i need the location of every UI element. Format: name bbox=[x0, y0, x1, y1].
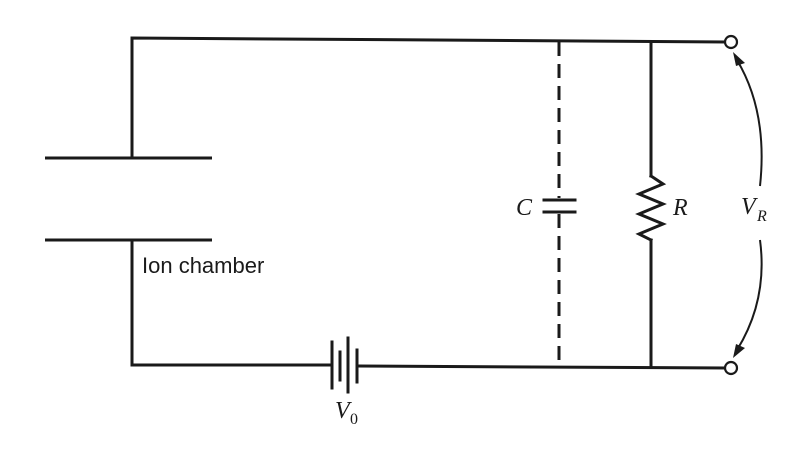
top-terminal bbox=[723, 34, 739, 50]
top-wire bbox=[130, 36, 727, 160]
resistor-symbol bbox=[635, 40, 667, 369]
battery-symbol bbox=[330, 336, 359, 394]
source-voltage-label: V bbox=[335, 398, 352, 424]
output-voltage-arrow bbox=[733, 52, 763, 358]
capacitor-label: C bbox=[516, 195, 533, 221]
ion-chamber-label: Ion chamber bbox=[142, 253, 264, 278]
bottom-terminal bbox=[723, 360, 739, 376]
bottom-wire-right bbox=[356, 364, 727, 370]
output-voltage-label: V bbox=[741, 194, 758, 220]
capacitor-symbol bbox=[542, 42, 577, 366]
source-voltage-subscript: 0 bbox=[350, 411, 358, 428]
output-voltage-subscript: R bbox=[756, 208, 767, 225]
resistor-label: R bbox=[672, 195, 688, 221]
bottom-wire-left bbox=[130, 238, 334, 367]
